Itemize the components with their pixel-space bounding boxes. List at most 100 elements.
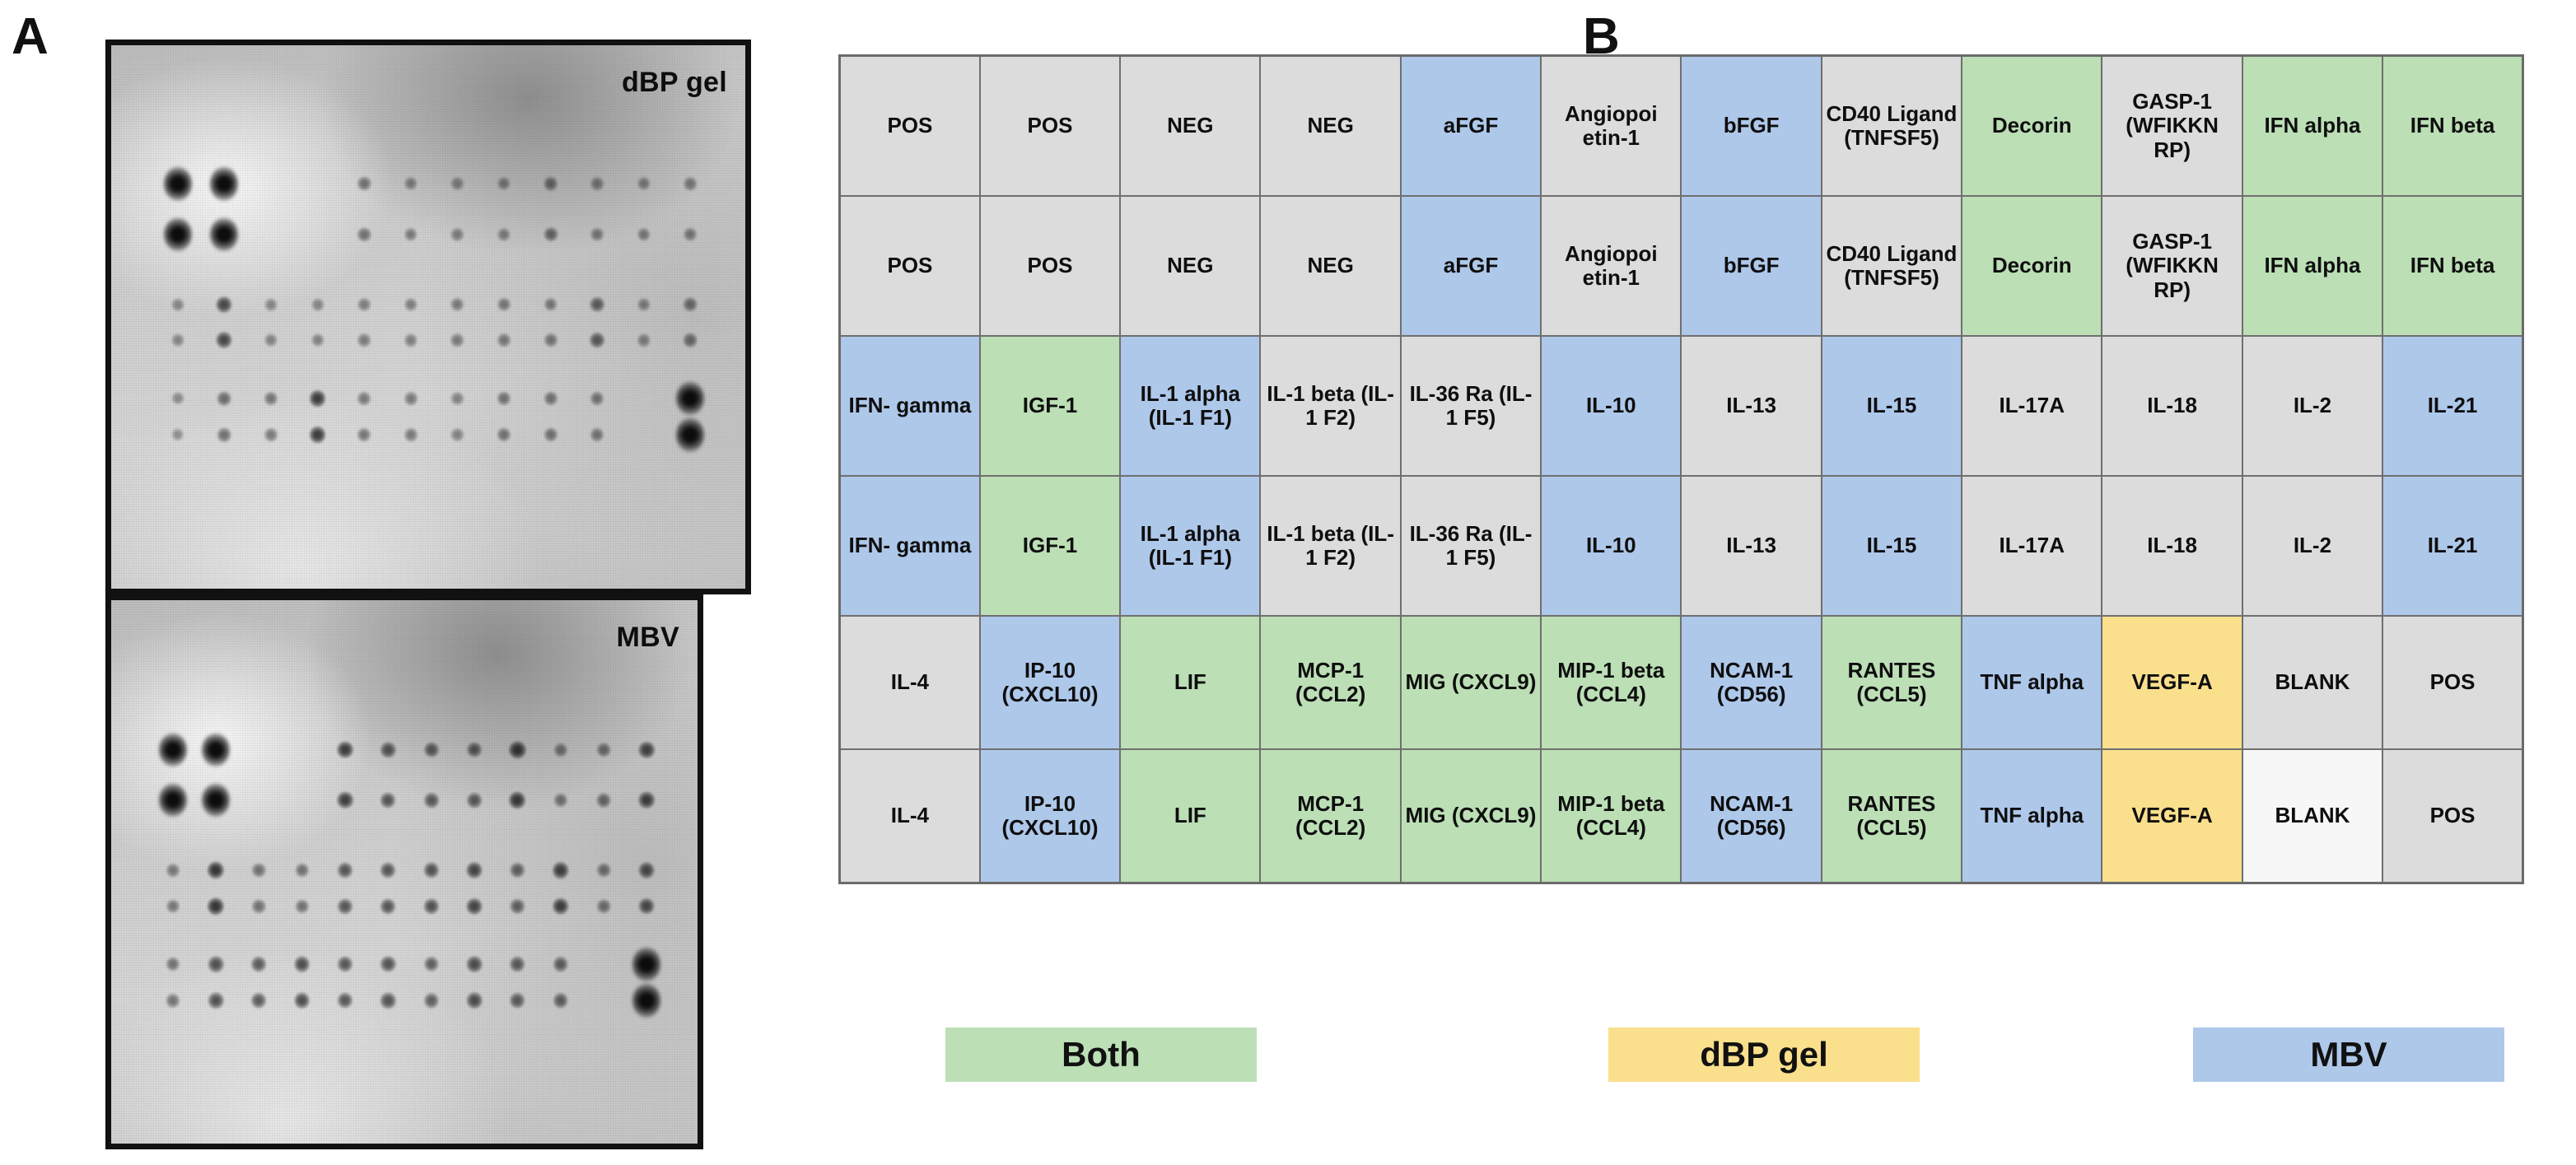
blot-spot — [311, 297, 324, 311]
array-cell: IL-21 — [2382, 475, 2524, 617]
blot-spot — [252, 863, 266, 878]
blot-spot — [404, 227, 418, 241]
array-cell: IL-4 — [838, 748, 981, 884]
blot-spot — [638, 791, 656, 809]
blot-spot — [684, 333, 698, 348]
blot-spot — [380, 898, 396, 915]
array-cell: IL-18 — [2101, 335, 2243, 477]
blot-spot — [450, 177, 464, 191]
blot-spot — [216, 332, 232, 349]
blot-spot — [357, 333, 371, 347]
array-cell: IL-1 beta (IL-1 F2) — [1259, 335, 1402, 477]
blot-spot — [632, 983, 661, 1018]
blot-spot — [497, 177, 511, 191]
array-cell: aFGF — [1399, 195, 1542, 337]
array-cell: TNF alpha — [1961, 615, 2103, 750]
blot-spot — [252, 899, 266, 914]
blot-spot — [637, 333, 651, 347]
array-cell: LIF — [1119, 615, 1262, 750]
blot-spot — [544, 333, 558, 347]
blot-spot — [553, 742, 567, 757]
panel-a-label: A — [12, 8, 49, 65]
blot-spot — [158, 783, 187, 818]
blot-spot — [338, 992, 353, 1009]
blot-spot — [163, 217, 192, 252]
blot-spot — [510, 993, 525, 1009]
blot-spot — [295, 863, 309, 878]
blot-spot — [510, 898, 525, 914]
array-cell: IFN beta — [2382, 54, 2524, 197]
blot-spot — [423, 792, 439, 809]
blot-spot — [171, 333, 184, 347]
blot-spot — [497, 391, 511, 406]
blot-spot — [208, 992, 224, 1009]
array-cell: POS — [2382, 615, 2524, 750]
blot-spot — [596, 742, 611, 757]
array-cell: IL-4 — [838, 615, 981, 750]
blot-spot — [544, 391, 558, 406]
array-cell: TNF alpha — [1961, 748, 2103, 884]
array-cell: IFN alpha — [2241, 54, 2384, 197]
blot-spot — [166, 993, 180, 1008]
array-cell: IL-13 — [1680, 335, 1822, 477]
blot-spot — [357, 227, 371, 242]
array-cell: Decorin — [1961, 195, 2103, 337]
array-cell: NEG — [1259, 195, 1402, 337]
array-cell: IL-17A — [1961, 475, 2103, 617]
array-cell: aFGF — [1399, 54, 1542, 197]
blot-spot — [590, 427, 604, 442]
array-cell: IL-18 — [2101, 475, 2243, 617]
array-cell: NEG — [1119, 54, 1262, 197]
blot-spot — [596, 863, 611, 878]
array-cell: RANTES (CCL5) — [1820, 615, 1963, 750]
array-cell: IL-13 — [1680, 475, 1822, 617]
blot-spot — [337, 741, 353, 758]
array-cell: IL-17A — [1961, 335, 2103, 477]
membrane-background — [111, 45, 745, 589]
blot-spot — [357, 297, 371, 311]
blot-spot — [544, 427, 558, 442]
blot-spot — [450, 227, 464, 241]
blot-spot — [544, 226, 558, 242]
blot-spot — [590, 391, 604, 406]
blot-spot — [380, 741, 396, 758]
blot-spot — [166, 863, 180, 878]
blot-spot — [309, 426, 326, 444]
blot-spot — [210, 217, 239, 252]
array-cell: bFGF — [1680, 195, 1822, 337]
blot-spot — [210, 166, 239, 202]
blot-spot — [207, 861, 225, 879]
array-cell: NCAM-1 (CD56) — [1680, 615, 1822, 750]
blot-spot — [497, 427, 511, 442]
dbp-gel-blot-caption: dBP gel — [621, 67, 727, 98]
array-cell: LIF — [1119, 748, 1262, 884]
blot-spot — [404, 333, 418, 347]
array-cell: IL-1 beta (IL-1 F2) — [1259, 475, 1402, 617]
mbv-blot-caption: MBV — [616, 622, 679, 653]
blot-spot — [357, 391, 371, 406]
blot-spot — [596, 898, 611, 914]
blot-spot — [676, 417, 705, 452]
array-cell: IGF-1 — [978, 335, 1122, 477]
blot-spot — [553, 956, 568, 972]
blot-spot — [311, 333, 324, 347]
array-cell: IFN alpha — [2241, 195, 2384, 337]
array-cell: Angiopoi etin-1 — [1540, 54, 1682, 197]
array-cell: MCP-1 (CCL2) — [1259, 748, 1402, 884]
blot-spot — [166, 957, 180, 972]
blot-spot — [684, 227, 698, 241]
blot-spot — [217, 391, 231, 406]
blot-spot — [509, 791, 526, 809]
blot-spot — [497, 227, 511, 241]
blot-spot — [450, 428, 464, 442]
array-cell: IL-2 — [2241, 475, 2384, 617]
array-cell: CD40 Ligand (TNFSF5) — [1820, 195, 1963, 337]
array-cell: NEG — [1259, 54, 1402, 197]
array-cell: NEG — [1119, 195, 1262, 337]
array-cell: POS — [978, 54, 1122, 197]
dbp-gel-blot: dBP gel — [105, 40, 751, 594]
panel-b-label: B — [1583, 8, 1620, 65]
blot-spot — [404, 177, 418, 191]
